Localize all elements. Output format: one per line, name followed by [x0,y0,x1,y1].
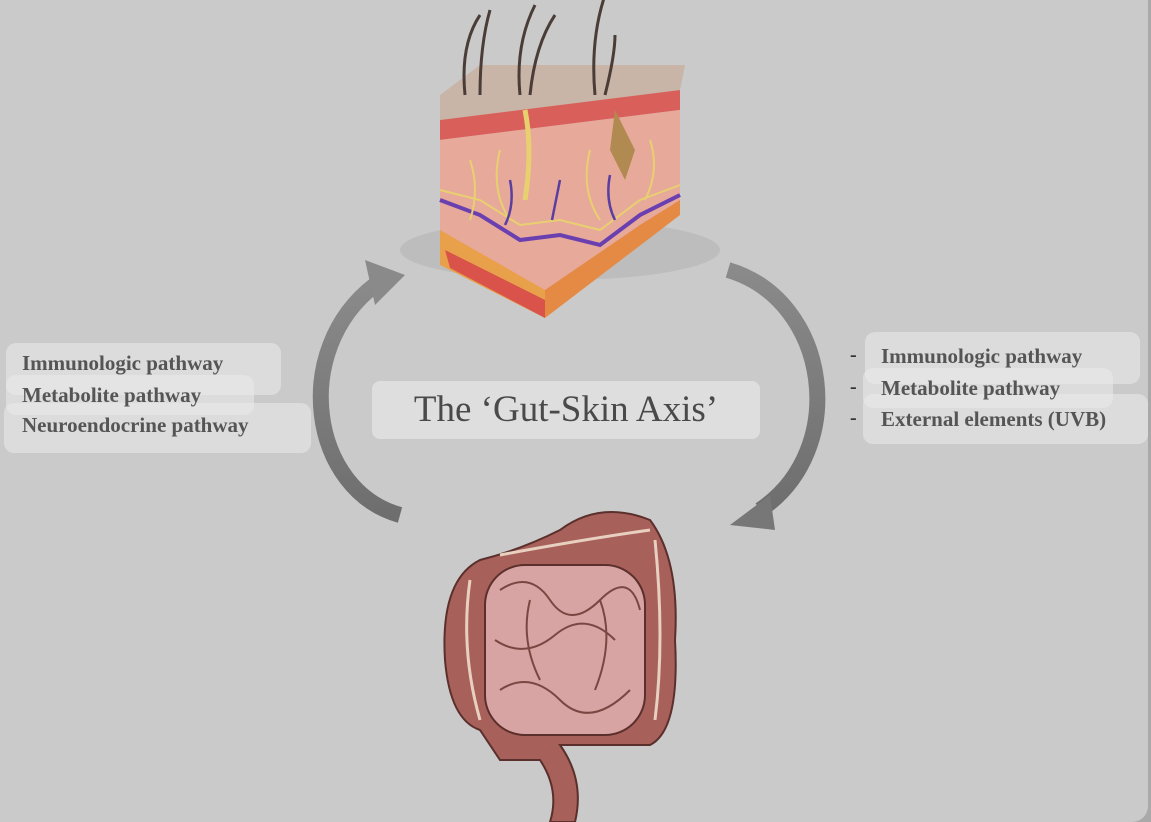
diagram-title: The ‘Gut-Skin Axis’ [372,381,760,439]
cycle-arrows [312,260,826,530]
intestines-illustration [443,511,677,822]
arrow-gut-to-skin [312,278,403,523]
bullet-dash: - [850,407,857,429]
arrow-skin-to-gut [725,262,826,517]
left-pathway-immunologic: Immunologic pathway [22,351,224,375]
right-pathway-external: External elements (UVB) [881,407,1107,431]
right-label-bg-3 [863,394,1148,444]
left-pathway-metabolite: Metabolite pathway [22,383,202,407]
right-pathway-immunologic: Immunologic pathway [881,344,1083,368]
left-pathway-neuroendocrine: Neuroendocrine pathway [22,413,249,437]
bullet-dash: - [850,376,857,398]
arrowhead-down-icon [730,495,775,530]
right-pathway-metabolite: Metabolite pathway [881,376,1061,400]
bullet-dash: - [850,344,857,366]
arrowhead-up-icon [365,260,405,305]
skin-cross-section-illustration [400,0,720,318]
left-label-bg-3 [4,403,311,453]
